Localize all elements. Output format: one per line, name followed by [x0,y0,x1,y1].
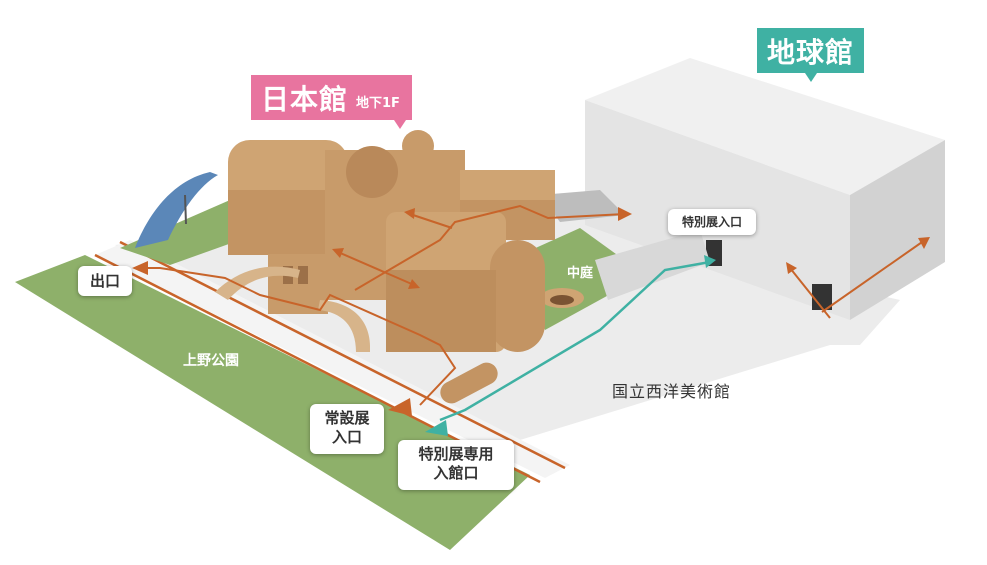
route-upper-path [354,204,626,291]
regular-exhibition-entrance-label: 常設展 入口 [310,404,384,454]
chikyukan-arrow-right [821,239,926,313]
nihonkan-double-arrow-1 [337,251,415,286]
chikyukan-arrow-left-head [786,262,797,274]
walkway-canopy [540,190,625,222]
nihonkan-east-wing-end [490,240,545,352]
regular-entrance-line-2: 入口 [331,427,362,446]
whale-sculpture-shape [135,172,218,248]
nihonkan-dome-top [402,130,434,162]
road [95,240,570,478]
chikyukan-title: 地球館 [767,35,855,69]
dedicated-entrance-line-1: 特別展専用 [418,445,494,463]
ueno-park-label: 上野公園 [183,353,239,369]
nihonkan-double-arrow-1-head-b [408,279,420,289]
whale-support [184,194,187,225]
nihonkan-double-arrow-2-head [404,208,415,219]
nihonkan-double-arrow-2 [409,213,453,229]
upper-route-arrowhead [618,207,632,221]
dedicated-entrance-line-2: 入館口 [433,463,479,482]
curved-ramp-right [318,300,371,352]
route-special-path [439,260,711,422]
special-entrance-arrowhead [425,420,448,436]
rear-grass [120,200,240,265]
road-edge-top [119,240,566,470]
nihonkan-dome [346,146,398,198]
nihonkan-east-wing-front [386,270,496,352]
nihonkan-badge: 日本館 地下1F [251,75,412,129]
nihonkan-title: 日本館 [261,82,349,116]
courtyard-label: 中庭 [567,266,594,281]
nihonkan-floor: 地下1F [356,96,400,111]
special-route-end-arrowhead [704,255,716,268]
regular-entrance-arrowhead [388,398,412,416]
tunnel-opening [550,295,574,305]
nihonkan-double-arrow-1-head-a [332,248,344,258]
chikyukan-badge-pointer [805,73,817,82]
special-exhibition-entrance-label: 特別展入口 [668,209,756,235]
chikyukan-arrow-right-head [918,237,930,249]
regular-entrance-line-1: 常設展 [324,409,370,427]
chikyukan-door-side [812,284,832,310]
special-dedicated-entrance-label: 特別展専用 入館口 [398,440,514,490]
chikyukan-top [585,58,945,195]
nihonkan-badge-pointer [394,120,406,129]
nihonkan-porch-window-2 [298,266,308,284]
route-regular-path [140,267,457,406]
exit-arrowhead [132,261,148,275]
western-art-museum-label: 国立西洋美術館 [612,382,732,401]
chikyukan-arrow-left [789,267,831,319]
chikyukan-badge: 地球館 [757,28,865,82]
cylindrical-structure [440,362,498,404]
walkway-ground [595,230,710,300]
exit-label: 出口 [78,266,132,296]
curved-ramp-left [215,266,300,300]
